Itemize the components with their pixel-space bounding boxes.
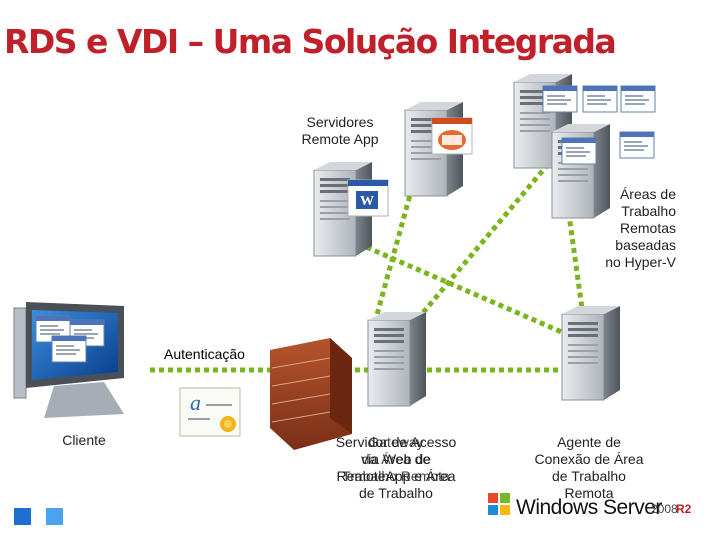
- logo-version: 2008: [651, 502, 678, 516]
- virtual-desktop-window: [619, 131, 655, 159]
- gateway-label: Gateway da Área de Trabalho Remota: [342, 434, 450, 484]
- authentication-label: Autenticação: [164, 346, 245, 362]
- logo-edition: R2: [676, 502, 692, 516]
- gateway-to-remoteapp-link: [367, 194, 413, 341]
- powerpoint-icon: [431, 117, 473, 155]
- client-label: Cliente: [62, 432, 106, 448]
- virtual-desktop-window: [542, 85, 578, 113]
- nav-square-bottom-left[interactable]: [14, 508, 31, 525]
- web-access-label: Servidor de Acesso via Web de RemoteApp …: [335, 434, 457, 501]
- logo-text: Windows Server: [516, 496, 662, 519]
- virtual-desktop-window: [620, 85, 656, 113]
- remoteapp-servers-label: Servidores Remote App: [301, 114, 379, 147]
- gateway-server: [367, 311, 427, 407]
- hyperv-desktops-label: Áreas de Trabalho Remotas baseadas no Hy…: [605, 186, 676, 270]
- word-icon: W: [347, 179, 389, 217]
- windows-server-logo: Windows Server 2008 R2: [486, 488, 696, 524]
- nav-square-bottom-right[interactable]: [46, 508, 63, 525]
- client-window-3: [51, 335, 87, 363]
- firewall-icon: [270, 338, 352, 450]
- windows-flag-icon: [488, 493, 510, 515]
- broker-server: [561, 305, 621, 401]
- virtual-desktop-window: [561, 137, 597, 165]
- virtual-desktop-window: [582, 85, 618, 113]
- remoteapp-to-broker-link: [349, 237, 581, 343]
- svg-text:a: a: [190, 390, 201, 415]
- certificate-icon: a: [179, 387, 241, 437]
- slide-title: RDS e VDI – Uma Solução Integrada: [4, 22, 617, 61]
- connection-broker-label: Agente de Conexão de Área de Trabalho Re…: [534, 434, 644, 501]
- svg-text:W: W: [360, 194, 374, 209]
